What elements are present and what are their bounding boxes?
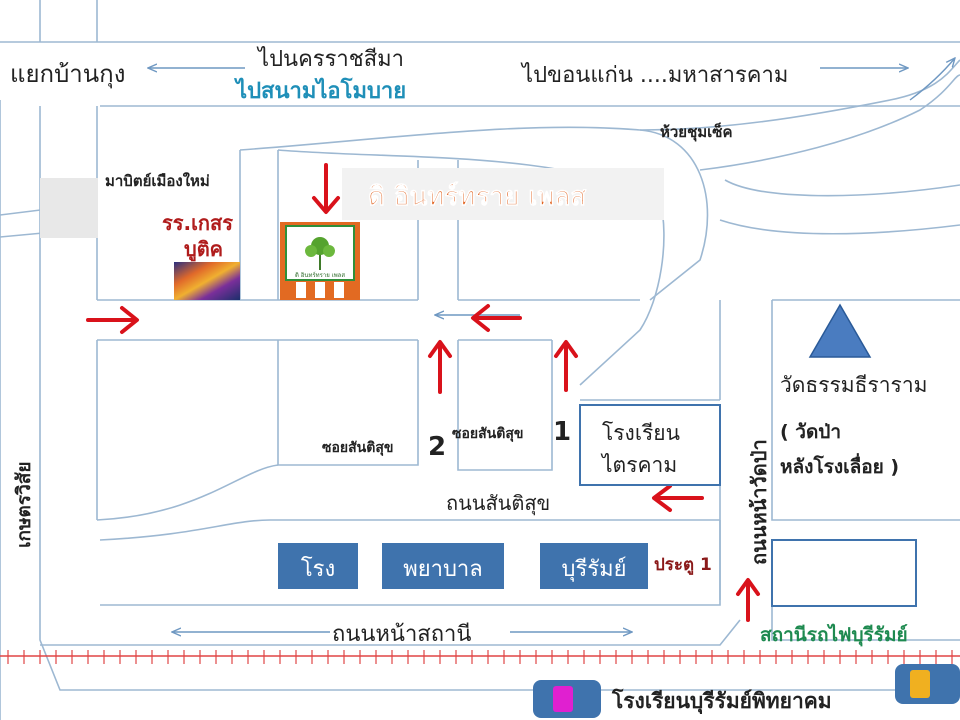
label-school-buriram-phitthayakhom: โรงเรียนบุรีรัมย์พิทยาคม (611, 688, 832, 715)
red-arrow-santisuk-left (652, 484, 704, 512)
label-wat-thammatharam: วัดธรรมธีราราม (780, 373, 927, 397)
hospital-label-1: โรง (301, 556, 335, 582)
railway (0, 650, 960, 664)
label-to-nakhon-ratchasima: ไปนครราชสีมา (256, 46, 404, 72)
road-santisuk-main (99, 519, 720, 541)
label-trai-line2: ไตรคาม (600, 453, 677, 477)
label-to-airport: ไปสนามไอโมบาย (234, 77, 406, 104)
road-station-right (771, 600, 960, 641)
hotel-sign: ดิ อินทร์ทราย เพลส (280, 222, 360, 300)
red-arrow-soi2-up (428, 340, 452, 394)
red-arrow-hotel-down (312, 163, 340, 214)
label-gate-1: ประตู 1 (654, 555, 712, 576)
hospital-label-3: บุรีรัมย์ (562, 557, 627, 582)
road-station-north (40, 619, 741, 646)
label-soi-santisuk-1: ซอยสันติสุข (452, 426, 523, 442)
grey-lot (40, 178, 98, 238)
tree-icon (305, 237, 335, 270)
train-icon (895, 664, 960, 704)
label-wat-pa-line1: ( วัดป่า (780, 421, 841, 443)
curve-road-upper (239, 126, 709, 301)
road-right-branch (724, 179, 960, 197)
red-arrow-mid-left (471, 304, 522, 332)
school-buriram-legend: โรงเรียนบุรีรัมย์พิทยาคม (533, 680, 832, 718)
hospital-blocks: โรง พยาบาล บุรีรัมย์ (278, 543, 648, 589)
road-wat-pa-east (771, 300, 960, 521)
hotel-sign-caption: ดิ อินทร์ทราย เพลส (295, 271, 345, 279)
road-santisuk-north (96, 464, 279, 521)
station-building-box (771, 539, 917, 607)
soi-2-block (277, 340, 419, 466)
label-road-kasetwisai: เกษตรวิสัย (13, 462, 35, 548)
hotel-title: ดิ อินทร์ทราย เพลส (368, 181, 586, 212)
label-soi-num-1: 1 (553, 417, 571, 447)
label-station: สถานีรถไฟบุรีรัมย์ (760, 623, 908, 647)
left-road-inner-edge (39, 106, 960, 691)
red-route-arrows (86, 163, 760, 622)
red-arrow-soi1-up (554, 340, 578, 392)
road-right-branch2 (719, 219, 960, 235)
hotel-title-banner (342, 168, 664, 220)
hospital-label-2: พยาบาล (403, 557, 483, 582)
label-junction-ban-kung: แยกบ้านกุง (10, 60, 125, 89)
label-road-santisuk: ถนนสันติสุข (446, 491, 550, 516)
label-soi-num-2: 2 (428, 432, 446, 462)
road-santisuk-south (100, 520, 721, 606)
label-to-khon-kaen: ไปขอนแก่น ....มหาสารคาม (520, 62, 788, 88)
hospital-box-2 (382, 543, 504, 589)
red-arrow-left-entry (86, 306, 139, 334)
red-arrow-station-up (736, 578, 760, 622)
direction-arrows (148, 58, 955, 632)
hospital-box-3 (540, 543, 648, 589)
kaset-logo (174, 262, 240, 300)
label-wat-pa-line2: หลังโรงเลื่อย ) (780, 453, 899, 478)
label-soi-santisuk-2: ซอยสันติสุข (322, 440, 393, 456)
soi-1-block (457, 340, 553, 471)
rail-ticks (7, 650, 953, 664)
hospital-box-1 (278, 543, 358, 589)
curve-road-top-right2 (699, 74, 960, 171)
curve-road-top-right (639, 59, 960, 131)
label-trai-line1: โรงเรียน (602, 421, 680, 445)
label-road-na-wat-pa: ถนนหน้าวัดป่า (747, 439, 771, 565)
trai-kham-school-box (579, 404, 721, 486)
label-road-na-sathani: ถนนหน้าสถานี (332, 622, 471, 647)
temple-triangle-icon (808, 303, 872, 358)
label-huai-chum-chet: ห้วยชุมเซ็ค (660, 122, 733, 142)
label-kaset-line1: รร.เกสร (162, 211, 233, 235)
label-mart-mueang-mai: มาบิตย์เมืองใหม่ (105, 172, 210, 190)
arrow-top-right-curve (909, 58, 955, 101)
label-kaset-line2: บูติค (184, 237, 223, 263)
